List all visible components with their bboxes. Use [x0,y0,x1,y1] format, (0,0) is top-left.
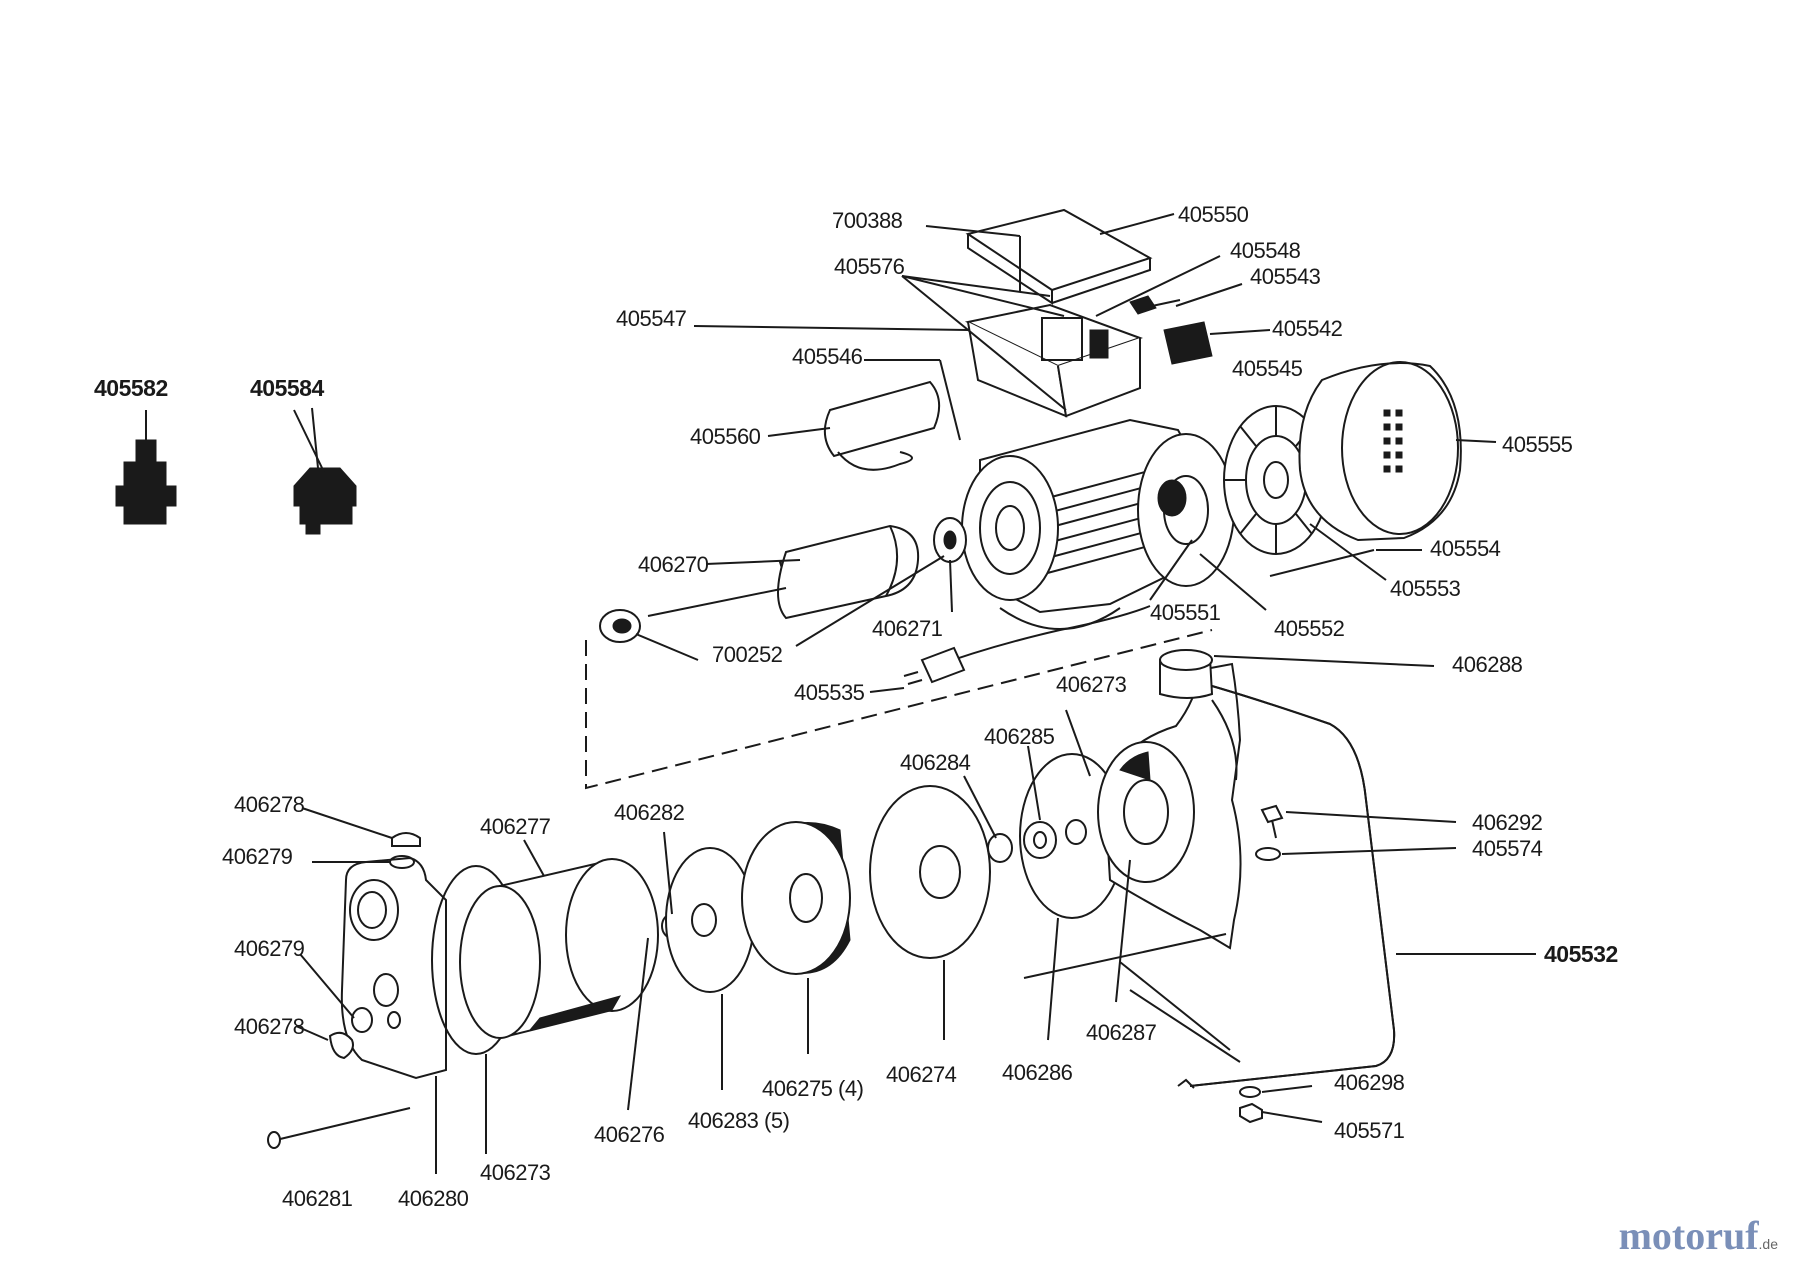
brand-name: motoruf [1618,1213,1759,1258]
label-406270: 406270 [638,552,709,577]
label-406277: 406277 [480,814,551,839]
label-406275: 406275 (4) [762,1076,863,1101]
label-406284: 406284 [900,750,971,775]
seal-washer [987,833,1013,863]
brand-tld: .de [1758,1236,1778,1252]
label-406273-upper: 406273 [1056,672,1127,697]
fan-hood [1298,361,1462,542]
long-screw [1269,549,1375,577]
label-405576: 405576 [834,254,905,279]
label-406279-upper: 406279 [222,844,293,869]
power-cable [903,605,1151,685]
pump-casing [459,858,659,1040]
label-406279-lower: 406279 [234,936,305,961]
washer-side [351,1007,373,1033]
stage-housing [869,785,991,959]
leader-lines [145,213,1536,1174]
label-406282: 406282 [614,800,685,825]
capacitor [823,380,941,471]
terminal-box-cover [965,208,1153,305]
label-405547: 405547 [616,306,687,331]
label-405560: 405560 [690,424,761,449]
nut-washer [1239,1086,1261,1098]
label-700252: 700252 [712,642,783,667]
label-406292: 406292 [1472,810,1543,835]
label-405553: 405553 [1390,576,1461,601]
label-405582: 405582 [94,375,168,401]
label-405584: 405584 [250,375,324,401]
nut [1239,1102,1263,1124]
label-406288: 406288 [1452,652,1523,677]
terminal-screw [1129,295,1181,315]
label-406287: 406287 [1086,1020,1157,1045]
side-screw [1260,804,1284,839]
label-405554: 405554 [1430,536,1501,561]
label-406278-lower: 406278 [234,1014,305,1039]
label-405550: 405550 [1178,202,1249,227]
label-405542: 405542 [1272,316,1343,341]
label-406281: 406281 [282,1186,353,1211]
label-405552: 405552 [1274,616,1345,641]
terminal-block [1163,321,1213,365]
label-405555: 405555 [1502,432,1573,457]
label-406276: 406276 [594,1122,665,1147]
label-405548: 405548 [1230,238,1301,263]
cap-side [328,1031,354,1060]
label-406278-upper: 406278 [234,792,305,817]
plug-part-405582 [115,439,177,525]
label-406286: 406286 [1002,1060,1073,1085]
mechanical-seal [1023,821,1057,859]
label-405574: 405574 [1472,836,1543,861]
gasket-hub [1065,819,1087,845]
brand-logo: motoruf.de [1619,1212,1778,1259]
label-406271: 406271 [872,616,943,641]
assembly-dashed-line [585,629,1213,790]
label-406274: 406274 [886,1062,957,1087]
label-700388: 700388 [832,208,903,233]
label-405545: 405545 [1232,356,1303,381]
end-shield [1137,433,1235,587]
bearing [599,609,641,643]
cap-top [391,832,421,847]
side-washer [1255,847,1281,861]
pump-body [1097,649,1242,950]
base-frame [1023,685,1396,1089]
label-405535: 405535 [794,680,865,705]
pump-front-cover [340,856,447,1080]
label-405532: 405532 [1544,941,1618,967]
label-405571: 405571 [1334,1118,1405,1143]
label-406273-lower: 406273 [480,1160,551,1185]
diffuser [741,821,851,975]
label-406280: 406280 [398,1186,469,1211]
impeller-disc [665,847,755,993]
label-405543: 405543 [1250,264,1321,289]
long-bolt [267,1107,411,1149]
part-labels: 700388 405550 405548 405576 405543 40554… [94,202,1618,1211]
rotor-shaft [647,517,967,620]
label-406285: 406285 [984,724,1055,749]
label-406298: 406298 [1334,1070,1405,1095]
plug-part-405584 [293,467,357,535]
label-406283: 406283 (5) [688,1108,789,1133]
label-405546: 405546 [792,344,863,369]
label-405551: 405551 [1150,600,1221,625]
